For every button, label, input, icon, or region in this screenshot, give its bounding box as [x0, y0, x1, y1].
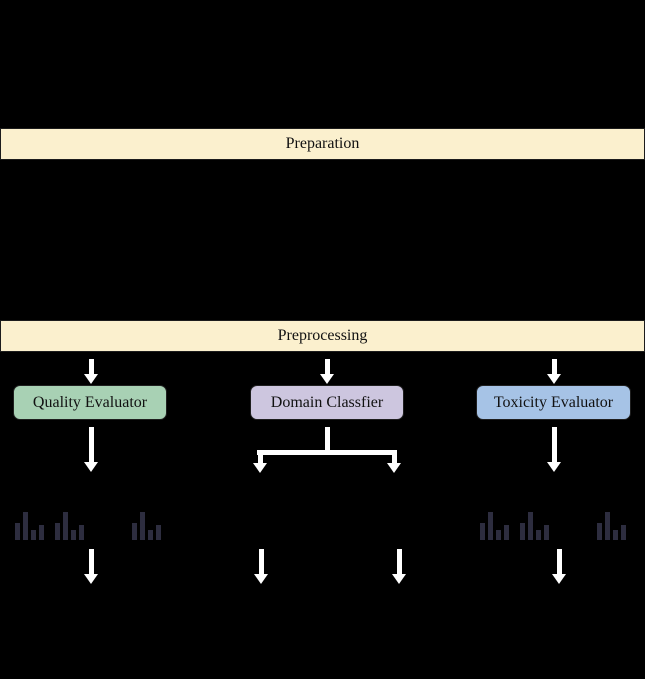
histogram-bar: [480, 523, 485, 540]
histogram-icon: [132, 512, 161, 540]
arrow-domain-branch-right: [387, 453, 401, 473]
arrow-output-toxicity: [552, 549, 566, 584]
quality-evaluator-label: Quality Evaluator: [32, 393, 148, 411]
histogram-bar: [39, 525, 44, 540]
arrow-to-quality-evaluator: [84, 359, 98, 384]
histogram-bar: [496, 530, 501, 540]
arrow-from-toxicity-evaluator: [547, 427, 561, 472]
histogram-bar: [544, 525, 549, 540]
arrow-stem: [258, 549, 264, 574]
domain-classifier-box: Domain Classfier: [250, 385, 404, 420]
arrow-stem: [556, 549, 562, 574]
arrow-stem: [257, 453, 263, 463]
arrow-stem: [88, 549, 94, 574]
histogram-bar: [156, 525, 161, 540]
arrow-stem: [324, 359, 330, 374]
histogram-bar: [597, 523, 602, 540]
preprocessing-banner: Preprocessing: [0, 320, 645, 352]
histogram-bar: [520, 523, 525, 540]
histogram-bar: [621, 525, 626, 540]
arrow-stem: [551, 427, 557, 462]
histogram-bar: [71, 530, 76, 540]
domain-classifier-label: Domain Classfier: [270, 393, 384, 411]
arrow-stem: [88, 427, 94, 462]
preparation-banner: Preparation: [0, 128, 645, 160]
arrow-output-domain-left: [254, 549, 268, 584]
histogram-bar: [63, 512, 68, 540]
arrow-head: [392, 574, 406, 584]
preparation-banner-label: Preparation: [285, 135, 360, 152]
toxicity-evaluator-box: Toxicity Evaluator: [476, 385, 631, 420]
arrow-head: [84, 574, 98, 584]
histogram-bar: [605, 512, 610, 540]
arrow-head: [253, 463, 267, 473]
histogram-icon: [597, 512, 626, 540]
histogram-bar: [504, 525, 509, 540]
histogram-bar: [536, 530, 541, 540]
histogram-bar: [23, 512, 28, 540]
arrow-head: [552, 574, 566, 584]
arrow-to-toxicity-evaluator: [547, 359, 561, 384]
histogram-icon: [480, 512, 509, 540]
arrow-head: [84, 374, 98, 384]
arrow-from-quality-evaluator: [84, 427, 98, 472]
arrow-output-domain-right: [392, 549, 406, 584]
domain-branch-stem: [325, 427, 330, 453]
arrow-stem: [88, 359, 94, 374]
preprocessing-banner-label: Preprocessing: [277, 327, 368, 344]
arrow-domain-branch-left: [253, 453, 267, 473]
arrow-head: [547, 374, 561, 384]
toxicity-evaluator-label: Toxicity Evaluator: [493, 393, 614, 411]
arrow-to-domain-classifier: [320, 359, 334, 384]
histogram-icon: [520, 512, 549, 540]
arrow-output-quality: [84, 549, 98, 584]
arrow-head: [547, 462, 561, 472]
histogram-bar: [132, 523, 137, 540]
arrow-stem: [551, 359, 557, 374]
histogram-bar: [613, 530, 618, 540]
histogram-bar: [528, 512, 533, 540]
histogram-bar: [55, 523, 60, 540]
histogram-icon: [55, 512, 84, 540]
arrow-head: [320, 374, 334, 384]
arrow-head: [387, 463, 401, 473]
histogram-icon: [15, 512, 44, 540]
arrow-stem: [391, 453, 397, 463]
arrow-head: [254, 574, 268, 584]
arrow-head: [84, 462, 98, 472]
arrow-stem: [396, 549, 402, 574]
histogram-bar: [31, 530, 36, 540]
histogram-bar: [140, 512, 145, 540]
histogram-bar: [79, 525, 84, 540]
domain-branch-bar: [257, 450, 397, 455]
quality-evaluator-box: Quality Evaluator: [13, 385, 167, 420]
histogram-bar: [15, 523, 20, 540]
histogram-bar: [148, 530, 153, 540]
histogram-bar: [488, 512, 493, 540]
